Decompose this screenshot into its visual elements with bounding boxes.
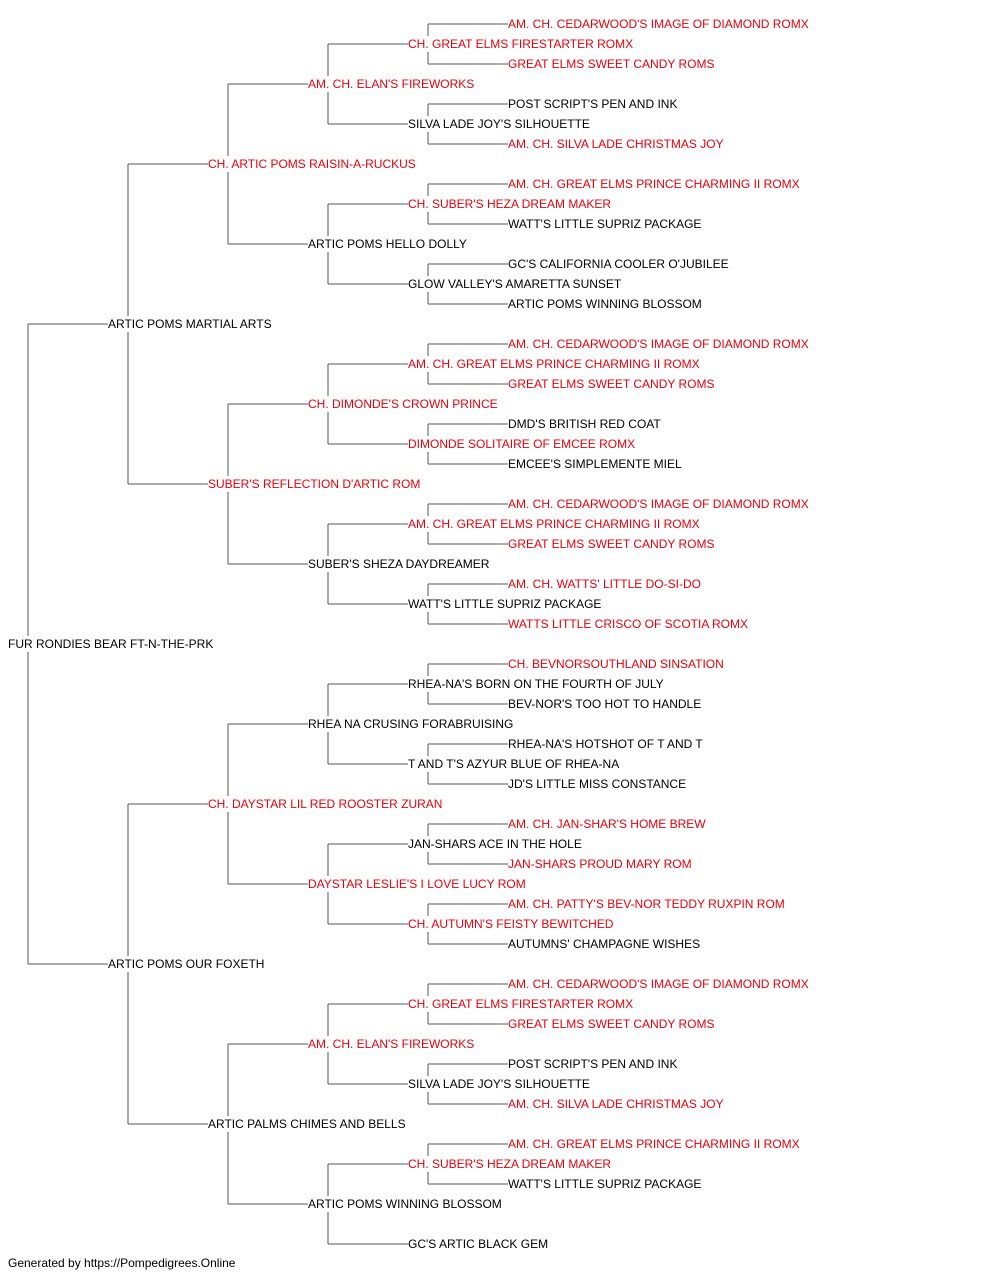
ancestor-name[interactable]: RHEA-NA'S BORN ON THE FOURTH OF JULY xyxy=(408,677,664,691)
ancestor-name[interactable]: AM. CH. SILVA LADE CHRISTMAS JOY xyxy=(508,1097,724,1111)
ancestor-name[interactable]: AM. CH. GREAT ELMS PRINCE CHARMING II RO… xyxy=(408,357,700,371)
ancestor-name[interactable]: CH. DIMONDE'S CROWN PRINCE xyxy=(308,397,498,411)
ancestor-name[interactable]: ARTIC POMS OUR FOXETH xyxy=(108,957,264,971)
generated-by-footer: Generated by https://Pompedigrees.Online xyxy=(8,1256,236,1270)
ancestor-name[interactable]: WATT'S LITTLE SUPRIZ PACKAGE xyxy=(508,217,701,231)
ancestor-name[interactable]: ARTIC POMS WINNING BLOSSOM xyxy=(508,297,702,311)
ancestor-name[interactable]: AM. CH. CEDARWOOD'S IMAGE OF DIAMOND ROM… xyxy=(508,337,809,351)
ancestor-name[interactable]: CH. SUBER'S HEZA DREAM MAKER xyxy=(408,1157,611,1171)
ancestor-name[interactable]: AUTUMNS' CHAMPAGNE WISHES xyxy=(508,937,700,951)
ancestor-name[interactable]: AM. CH. ELAN'S FIREWORKS xyxy=(308,1037,474,1051)
ancestor-name[interactable]: SILVA LADE JOY'S SILHOUETTE xyxy=(408,117,590,131)
ancestor-name[interactable]: GREAT ELMS SWEET CANDY ROMS xyxy=(508,57,714,71)
ancestor-name[interactable]: AM. CH. CEDARWOOD'S IMAGE OF DIAMOND ROM… xyxy=(508,497,809,511)
ancestor-name[interactable]: T AND T'S AZYUR BLUE OF RHEA-NA xyxy=(408,757,619,771)
subject-dog-name[interactable]: FUR RONDIES BEAR FT-N-THE-PRK xyxy=(8,637,213,651)
ancestor-name[interactable]: JAN-SHARS PROUD MARY ROM xyxy=(508,857,692,871)
ancestor-name[interactable]: POST SCRIPT'S PEN AND INK xyxy=(508,1057,677,1071)
ancestor-name[interactable]: SUBER'S REFLECTION D'ARTIC ROM xyxy=(208,477,420,491)
ancestor-name[interactable]: RHEA-NA'S HOTSHOT OF T AND T xyxy=(508,737,703,751)
ancestor-name[interactable]: ARTIC POMS HELLO DOLLY xyxy=(308,237,467,251)
ancestor-name[interactable]: ARTIC POMS MARTIAL ARTS xyxy=(108,317,272,331)
ancestor-name[interactable]: AM. CH. CEDARWOOD'S IMAGE OF DIAMOND ROM… xyxy=(508,17,809,31)
ancestor-name[interactable]: JAN-SHARS ACE IN THE HOLE xyxy=(408,837,582,851)
ancestor-name[interactable]: EMCEE'S SIMPLEMENTE MIEL xyxy=(508,457,682,471)
ancestor-name[interactable]: AM. CH. WATTS' LITTLE DO-SI-DO xyxy=(508,577,701,591)
ancestor-name[interactable]: AM. CH. ELAN'S FIREWORKS xyxy=(308,77,474,91)
ancestor-name[interactable]: RHEA NA CRUSING FORABRUISING xyxy=(308,717,513,731)
ancestor-name[interactable]: DMD'S BRITISH RED COAT xyxy=(508,417,661,431)
ancestor-name[interactable]: GREAT ELMS SWEET CANDY ROMS xyxy=(508,537,714,551)
ancestor-name[interactable]: CH. SUBER'S HEZA DREAM MAKER xyxy=(408,197,611,211)
ancestor-name[interactable]: ARTIC PALMS CHIMES AND BELLS xyxy=(208,1117,406,1131)
ancestor-name[interactable]: BEV-NOR'S TOO HOT TO HANDLE xyxy=(508,697,701,711)
ancestor-name[interactable]: POST SCRIPT'S PEN AND INK xyxy=(508,97,677,111)
ancestor-name[interactable]: CH. DAYSTAR LIL RED ROOSTER ZURAN xyxy=(208,797,442,811)
ancestor-name[interactable]: GREAT ELMS SWEET CANDY ROMS xyxy=(508,377,714,391)
ancestor-name[interactable]: CH. GREAT ELMS FIRESTARTER ROMX xyxy=(408,997,633,1011)
ancestor-name[interactable]: AM. CH. CEDARWOOD'S IMAGE OF DIAMOND ROM… xyxy=(508,977,809,991)
ancestor-name[interactable]: WATT'S LITTLE SUPRIZ PACKAGE xyxy=(408,597,601,611)
ancestor-name[interactable]: AM. CH. GREAT ELMS PRINCE CHARMING II RO… xyxy=(408,517,700,531)
ancestor-name[interactable]: AM. CH. GREAT ELMS PRINCE CHARMING II RO… xyxy=(508,1137,800,1151)
ancestor-name[interactable]: GLOW VALLEY'S AMARETTA SUNSET xyxy=(408,277,622,291)
ancestor-name[interactable]: GREAT ELMS SWEET CANDY ROMS xyxy=(508,1017,714,1031)
ancestor-name[interactable]: DAYSTAR LESLIE'S I LOVE LUCY ROM xyxy=(308,877,526,891)
ancestor-name[interactable]: DIMONDE SOLITAIRE OF EMCEE ROMX xyxy=(408,437,635,451)
ancestor-name[interactable]: AM. CH. SILVA LADE CHRISTMAS JOY xyxy=(508,137,724,151)
ancestor-name[interactable]: WATTS LITTLE CRISCO OF SCOTIA ROMX xyxy=(508,617,748,631)
ancestor-name[interactable]: CH. GREAT ELMS FIRESTARTER ROMX xyxy=(408,37,633,51)
ancestor-name[interactable]: GC'S ARTIC BLACK GEM xyxy=(408,1237,548,1251)
ancestor-name[interactable]: AM. CH. JAN-SHAR'S HOME BREW xyxy=(508,817,706,831)
ancestor-name[interactable]: GC'S CALIFORNIA COOLER O'JUBILEE xyxy=(508,257,729,271)
ancestor-name[interactable]: SUBER'S SHEZA DAYDREAMER xyxy=(308,557,490,571)
ancestor-name[interactable]: JD'S LITTLE MISS CONSTANCE xyxy=(508,777,686,791)
ancestor-name[interactable]: CH. BEVNORSOUTHLAND SINSATION xyxy=(508,657,724,671)
ancestor-name[interactable]: AM. CH. PATTY'S BEV-NOR TEDDY RUXPIN ROM xyxy=(508,897,785,911)
ancestor-name[interactable]: WATT'S LITTLE SUPRIZ PACKAGE xyxy=(508,1177,701,1191)
ancestor-name[interactable]: SILVA LADE JOY'S SILHOUETTE xyxy=(408,1077,590,1091)
ancestor-name[interactable]: AM. CH. GREAT ELMS PRINCE CHARMING II RO… xyxy=(508,177,800,191)
ancestor-name[interactable]: ARTIC POMS WINNING BLOSSOM xyxy=(308,1197,502,1211)
ancestor-name[interactable]: CH. AUTUMN'S FEISTY BEWITCHED xyxy=(408,917,614,931)
ancestor-name[interactable]: CH. ARTIC POMS RAISIN-A-RUCKUS xyxy=(208,157,416,171)
